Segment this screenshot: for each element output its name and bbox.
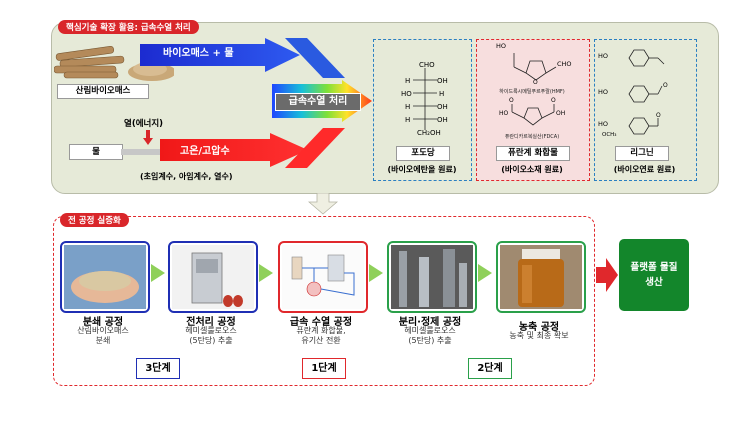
step-card-hydrothermal [278, 241, 368, 313]
step-title: 급속 수열 공정 [289, 317, 353, 328]
heat-label: 열(에너지) [124, 119, 164, 129]
pretreatment-photo [172, 245, 254, 309]
step-title: 분쇄 공정 [82, 317, 124, 328]
glucose-atom: HO [401, 90, 412, 98]
step-desc-line2: 유기산 전환 [301, 336, 341, 345]
glucose-atom: H [405, 103, 411, 111]
water-types-label: (초임계수, 아임계수, 열수) [140, 172, 233, 181]
lignin-use: (바이오연료 원료) [613, 165, 676, 174]
hmf-ho: HO [496, 42, 507, 50]
result-arrow-icon [596, 258, 618, 292]
step-desc-line1: 퓨란계 화합물, [296, 326, 346, 335]
glucose-structure-icon [413, 68, 437, 130]
lignin-name: 리그닌 [615, 146, 669, 161]
step-card-grinding [60, 241, 150, 313]
step-card-separation [387, 241, 477, 313]
glucose-atom: OH [437, 77, 448, 85]
blue-arrow [140, 38, 300, 72]
bottom-panel [53, 216, 595, 386]
glucose-atom: H [405, 77, 411, 85]
stage-badge: 1단계 [302, 358, 346, 379]
step-title: 분리·정제 공정 [398, 317, 462, 328]
step-card-concentration [496, 241, 586, 313]
glucose-atom: OH [437, 103, 448, 111]
fdca-o-right: O [551, 97, 556, 104]
step-desc-line2: (5탄당) 추출 [408, 336, 452, 345]
green-chevron-icon [259, 264, 273, 282]
biomass-water-label: 바이오매스 + 물 [163, 48, 234, 59]
water-label: 물 [69, 144, 123, 160]
glucose-use: (바이오에탄올 원료) [387, 165, 457, 174]
lignin-o-2: O [656, 112, 661, 119]
lignin-structure-icon [628, 49, 665, 135]
glucose-box [373, 39, 472, 181]
lignin-o-1: O [663, 82, 668, 89]
hmf-name: 하이드록시메틸푸르푸랄(HMF) [499, 89, 565, 95]
glucose-atom: H [439, 90, 445, 98]
grinding-photo [64, 245, 146, 309]
step-desc-line1: 산림바이오매스 [77, 326, 129, 335]
glucose-atom: OH [437, 116, 448, 124]
step-card-pretreatment [168, 241, 258, 313]
furan-name: 퓨란계 화합물 [496, 146, 570, 161]
step-desc-line1: 농축 및 최종 확보 [509, 331, 569, 340]
wood-pile-image [54, 45, 174, 81]
result-label-line1: 플랫폼 물질 [630, 262, 678, 273]
glucose-atom: H [405, 116, 411, 124]
stage-badge: 2단계 [468, 358, 512, 379]
furan-use: (바이오소재 원료) [501, 165, 563, 174]
lignin-och3: OCH₃ [602, 132, 617, 138]
fdca-structure-icon [511, 104, 555, 126]
stage-badge: 3단계 [136, 358, 180, 379]
green-chevron-icon [369, 264, 383, 282]
bottom-title: 전 공정 실증화 [60, 213, 129, 227]
process-label: 급속수열 처리 [275, 93, 361, 111]
blue-flow-diagonal [285, 38, 345, 78]
step-desc-line1: 헤미셀룰로오스 [185, 326, 237, 335]
glucose-ch2oh: CH₂OH [417, 129, 441, 137]
fdca-oh: OH [556, 110, 566, 117]
fdca-ho: HO [499, 110, 509, 117]
step-desc-line2: (5탄당) 추출 [189, 336, 233, 345]
lignin-ho-1: HO [598, 52, 609, 60]
lignin-ho-3: HO [598, 120, 609, 128]
step-desc-line1: 헤미셀룰로오스 [404, 326, 456, 335]
forest-biomass-label: 산림바이오매스 [57, 84, 149, 99]
separation-photo [391, 245, 473, 309]
high-temp-pressure-label: 고온/고압수 [180, 146, 230, 157]
fdca-name: 퓨란디카르복실산(FDCA) [504, 134, 560, 140]
green-chevron-icon [478, 264, 492, 282]
gray-connector [121, 149, 161, 155]
top-title: 핵심기술 확장 활용: 급속수열 처리 [58, 20, 199, 34]
hmf-cho: CHO [557, 60, 572, 68]
red-flow-diagonal [285, 128, 345, 168]
lignin-box [594, 39, 697, 181]
result-box [619, 239, 689, 311]
heat-arrow-icon [143, 130, 153, 145]
concentration-photo [500, 245, 582, 309]
hmf-structure-icon [513, 53, 557, 81]
result-label-line2: 생산 [645, 277, 663, 288]
glucose-name: 포도당 [396, 146, 450, 161]
red-arrow [160, 133, 308, 167]
green-chevron-icon [151, 264, 165, 282]
hmf-o: O [533, 79, 538, 86]
glucose-cho: CHO [419, 61, 435, 69]
step-desc-line2: 분쇄 [95, 336, 111, 345]
hydrothermal-diagram-image [282, 245, 364, 309]
step-title: 농축 공정 [518, 322, 560, 333]
lignin-ho-2: HO [598, 88, 609, 96]
down-arrow-icon [308, 193, 338, 215]
step-title: 전처리 공정 [186, 317, 236, 328]
fdca-o-left: O [509, 97, 514, 104]
